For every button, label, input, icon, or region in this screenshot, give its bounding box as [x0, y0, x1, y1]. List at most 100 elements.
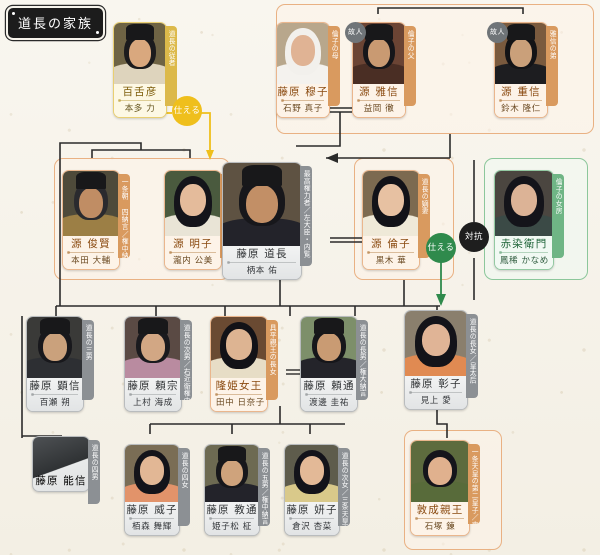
actor-name-wrap: 田中 日奈子 [215, 393, 264, 408]
role-label: 倫子の母 [328, 26, 340, 106]
role-label: 最高権力者／左大臣・内覧 [300, 166, 312, 266]
portrait-photo [125, 445, 179, 502]
role-label: 道長の長女／皇太后 [466, 314, 478, 398]
name-block: 源 俊賢本田 大輔 [63, 235, 119, 269]
person-card-akinobu[interactable]: 藤原 顕信百瀬 朔道長の三男 [26, 316, 94, 412]
role-label: 道長の嫡妻 [418, 174, 430, 258]
name-block: 隆姫女王田中 日奈子 [211, 377, 267, 411]
name-block: 藤原 能信 [33, 473, 89, 491]
badge-oppose[interactable]: 対抗 [459, 222, 489, 252]
role-label: 倫子の父 [404, 26, 416, 106]
arrow-into-michinaga [326, 153, 338, 163]
person-card-atsuhira[interactable]: 敦成親王石塚 錬一条天皇の第二皇子／東宮 [410, 440, 480, 536]
person-name: 藤原 能信 [35, 474, 87, 487]
portrait-photo [223, 163, 301, 246]
person-name: 藤原 穆子 [277, 85, 329, 98]
name-block: 百舌彦本多 力 [114, 83, 166, 117]
person-card-yorimune[interactable]: 藤原 頼宗上村 海成道長の次男／右近衛権中将 [124, 316, 192, 412]
role-label: 道長の三男 [82, 320, 94, 400]
arrow-serve-michinaga [206, 150, 214, 160]
portrait-photo [277, 23, 329, 84]
actor-name-wrap: 本田 大輔 [67, 251, 114, 266]
actor-name: 瀧内 公美 [173, 256, 213, 266]
person-name: 藤原 教通 [206, 503, 258, 516]
portrait-photo [205, 445, 259, 502]
actor-name-wrap: 姫子松 柾 [209, 517, 254, 532]
person-name: 藤原 道長 [236, 247, 288, 260]
actor-name: 倉沢 杏菜 [292, 522, 332, 532]
person-name: 隆姫女王 [215, 379, 263, 392]
portrait-photo [411, 441, 469, 502]
actor-name-wrap: 石野 真子 [281, 99, 324, 114]
name-block: 敦成親王石塚 錬 [411, 501, 469, 535]
person-card-yoshinobu[interactable]: 藤原 能信道長の四男 [32, 436, 100, 504]
badge-serve-mozuhiko[interactable]: 仕える [172, 96, 202, 126]
person-name: 藤原 頼宗 [127, 379, 179, 392]
actor-name: 見上 愛 [420, 396, 452, 406]
person-card-masanobu[interactable]: 源 雅信益岡 徹倫子の父 [352, 22, 416, 118]
actor-name: 石野 真子 [283, 104, 323, 114]
portrait-photo [363, 171, 419, 236]
person-card-akazome[interactable]: 赤染衛門鳳稀 かなめ倫子の女房 [494, 170, 564, 270]
role-label: 道長の四女 [178, 448, 190, 526]
actor-name-wrap: 栢森 舞輝 [129, 517, 174, 532]
person-name: 藤原 彰子 [410, 377, 462, 390]
person-card-norimichi[interactable]: 藤原 教通姫子松 柾道長の五男／権中納言 [204, 444, 270, 536]
role-label: 具平親王の長女 [266, 320, 278, 400]
name-block: 藤原 頼通渡邊 圭祐 [301, 377, 357, 411]
person-card-michinaga[interactable]: 藤原 道長柄本 佑 最高権力者／左大臣・内覧 [222, 162, 312, 280]
badge-deceased-masanobu[interactable]: 故人 [345, 22, 366, 43]
person-card-toshikata[interactable]: 源 俊賢本田 大輔一条朝 四納言／権中納言 [62, 170, 130, 270]
person-name: 藤原 妍子 [286, 503, 338, 516]
name-block: 源 重信鈴木 隆仁 [495, 83, 547, 117]
actor-name: 本田 大輔 [71, 256, 111, 266]
name-block: 藤原 教通姫子松 柾 [205, 501, 259, 535]
portrait-photo [165, 171, 221, 236]
actor-name-wrap: 上村 海成 [129, 393, 176, 408]
actor-name-wrap: 黒木 華 [367, 251, 414, 266]
actor-name: 渡邊 圭祐 [309, 398, 349, 408]
actor-name-wrap: 瀧内 公美 [169, 251, 216, 266]
actor-name: 姫子松 柾 [212, 522, 252, 532]
person-card-rinshi[interactable]: 源 倫子黒木 華道長の嫡妻 [362, 170, 430, 270]
name-block: 藤原 彰子見上 愛 [405, 375, 467, 409]
actor-name-wrap: 渡邊 圭祐 [305, 393, 352, 408]
portrait-photo [285, 445, 339, 502]
page-title: 道長の家族 [8, 8, 104, 38]
role-label: 一条朝 四納言／権中納言 [118, 174, 130, 258]
actor-name-wrap: 見上 愛 [409, 391, 462, 406]
role-label: 一条天皇の第二皇子／東宮 [468, 444, 480, 524]
actor-name: 柄本 佑 [246, 266, 278, 276]
person-card-bokushi[interactable]: 藤原 穆子石野 真子倫子の母 [276, 22, 340, 118]
name-block: 藤原 穆子石野 真子 [277, 83, 329, 117]
role-label: 道長の長男／権大納言 [356, 320, 368, 400]
person-card-kenshi[interactable]: 藤原 妍子倉沢 杏菜道長の次女／三条天皇中宮 [284, 444, 350, 536]
person-card-takeko[interactable]: 藤原 威子栢森 舞輝道長の四女 [124, 444, 190, 536]
name-block: 赤染衛門鳳稀 かなめ [495, 235, 553, 269]
badge-serve-akazome[interactable]: 仕える [426, 233, 456, 263]
name-block: 藤原 顕信百瀬 朔 [27, 377, 83, 411]
portrait-photo [495, 171, 553, 236]
portrait-placeholder [33, 437, 89, 473]
actor-name-wrap: 鳳稀 かなめ [499, 251, 549, 266]
role-label: 道長の従者 [165, 26, 177, 106]
person-card-yorimichi[interactable]: 藤原 頼通渡邊 圭祐道長の長男／権大納言 [300, 316, 368, 412]
person-card-takahime[interactable]: 隆姫女王田中 日奈子具平親王の長女 [210, 316, 278, 412]
portrait-photo [301, 317, 357, 378]
actor-name: 石塚 錬 [424, 522, 456, 532]
actor-name: 鈴木 隆仁 [501, 104, 541, 114]
actor-name: 鳳稀 かなめ [500, 256, 549, 266]
person-name: 藤原 顕信 [29, 379, 81, 392]
role-label: 道長の五男／権中納言 [258, 448, 270, 526]
person-name: 敦成親王 [416, 503, 464, 516]
person-card-shoshi[interactable]: 藤原 彰子見上 愛道長の長女／皇太后 [404, 310, 478, 410]
name-block: 藤原 威子栢森 舞輝 [125, 501, 179, 535]
actor-name: 百瀬 朔 [39, 398, 71, 408]
badge-deceased-shigenobu[interactable]: 故人 [487, 22, 508, 43]
person-name: 源 雅信 [359, 85, 399, 98]
portrait-photo [211, 317, 267, 378]
person-card-mozuhiko[interactable]: 百舌彦本多 力道長の従者 [113, 22, 177, 118]
